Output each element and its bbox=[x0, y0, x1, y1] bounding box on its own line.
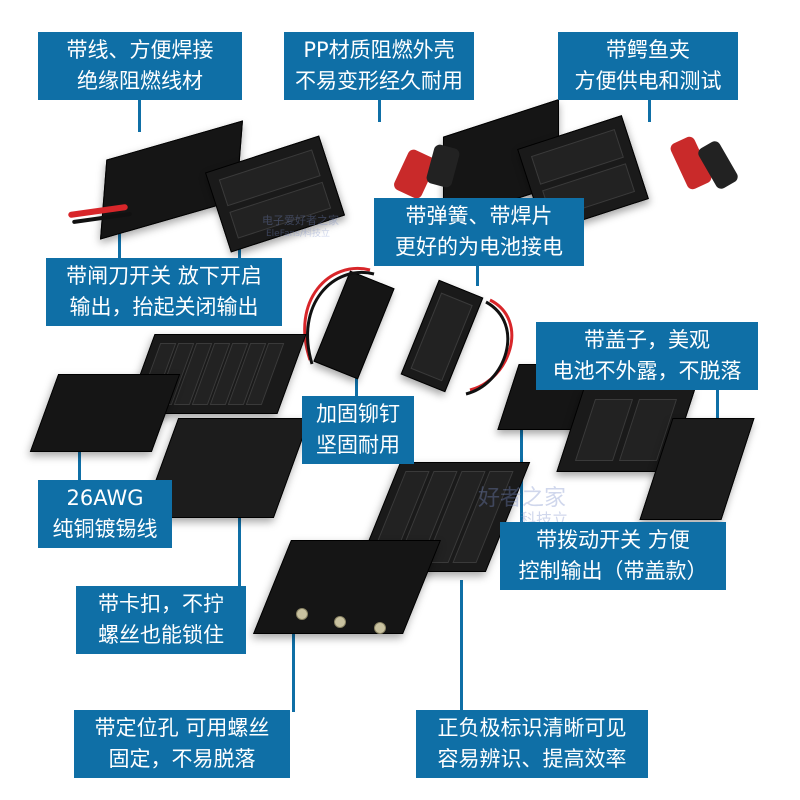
label-line: 更好的为电池接电 bbox=[395, 235, 563, 259]
connector-line bbox=[460, 580, 463, 712]
label-line: 控制输出（带盖款） bbox=[518, 559, 708, 583]
connector-line bbox=[292, 612, 295, 712]
twisted-wire bbox=[303, 267, 514, 396]
label-line: 带闸刀开关 放下开启 bbox=[66, 264, 262, 288]
label-line: 带盖子，美观 bbox=[584, 328, 710, 352]
label-line: 26AWG bbox=[66, 486, 144, 510]
connector-line bbox=[716, 384, 719, 424]
label-line: 带弹簧、带焊片 bbox=[405, 204, 553, 228]
label-line: 带拨动开关 方便 bbox=[536, 528, 690, 552]
feature-label-toggle-switch: 带拨动开关 方便 控制输出（带盖款） bbox=[500, 522, 726, 590]
connector-line bbox=[238, 512, 241, 588]
feature-label-rivet: 加固铆钉 坚固耐用 bbox=[302, 396, 414, 464]
connector-line bbox=[378, 92, 381, 122]
label-line: 带卡扣，不拧 bbox=[98, 592, 224, 616]
label-line: 固定，不易脱落 bbox=[108, 747, 256, 771]
label-line: 带定位孔 可用螺丝 bbox=[94, 716, 270, 740]
label-line: 电池不外露，不脱落 bbox=[552, 359, 742, 383]
connector-line bbox=[648, 92, 651, 122]
feature-label-snap: 带卡扣，不拧 螺丝也能锁住 bbox=[76, 586, 246, 654]
feature-label-polarity: 正负极标识清晰可见 容易辨识、提高效率 bbox=[416, 710, 648, 778]
watermark: 电子爱好者之家 bbox=[262, 214, 339, 227]
label-line: 坚固耐用 bbox=[316, 433, 400, 457]
label-line: 容易辨识、提高效率 bbox=[437, 747, 627, 771]
label-line: 加固铆钉 bbox=[316, 402, 400, 426]
label-line: 纯铜镀锡线 bbox=[52, 517, 158, 541]
label-line: 带线、方便焊接 bbox=[66, 38, 214, 62]
watermark: 好者之家 bbox=[478, 486, 567, 511]
label-line: 方便供电和测试 bbox=[574, 69, 722, 93]
label-line: 绝缘阻燃线材 bbox=[77, 69, 203, 93]
feature-label-spring: 带弹簧、带焊片 更好的为电池接电 bbox=[374, 198, 584, 266]
solder-tab bbox=[296, 608, 308, 620]
label-line: PP材质阻燃外壳 bbox=[303, 38, 455, 62]
feature-label-wire: 带线、方便焊接 绝缘阻燃线材 bbox=[38, 32, 242, 100]
feature-label-mount-hole: 带定位孔 可用螺丝 固定，不易脱落 bbox=[74, 710, 290, 778]
feature-label-awg: 26AWG 纯铜镀锡线 bbox=[38, 480, 172, 548]
watermark: EleFans/科技立 bbox=[266, 229, 331, 239]
connector-line bbox=[118, 230, 121, 260]
label-line: 螺丝也能锁住 bbox=[98, 623, 224, 647]
label-line: 不易变形经久耐用 bbox=[295, 69, 463, 93]
feature-label-clips: 带鳄鱼夹 方便供电和测试 bbox=[558, 32, 738, 100]
label-line: 带鳄鱼夹 bbox=[606, 38, 690, 62]
feature-label-material: PP材质阻燃外壳 不易变形经久耐用 bbox=[284, 32, 474, 100]
four-cell-box-closed bbox=[253, 540, 441, 634]
solder-tab bbox=[374, 622, 386, 634]
solder-tab bbox=[334, 616, 346, 628]
label-line: 正负极标识清晰可见 bbox=[437, 716, 627, 740]
eight-cell-box-closed bbox=[29, 374, 181, 452]
feature-label-cover: 带盖子，美观 电池不外露，不脱落 bbox=[536, 322, 758, 390]
connector-line bbox=[138, 92, 141, 132]
connector-line bbox=[476, 258, 479, 286]
feature-label-knife-switch: 带闸刀开关 放下开启 输出，抬起关闭输出 bbox=[46, 258, 282, 326]
label-line: 输出，抬起关闭输出 bbox=[69, 295, 259, 319]
